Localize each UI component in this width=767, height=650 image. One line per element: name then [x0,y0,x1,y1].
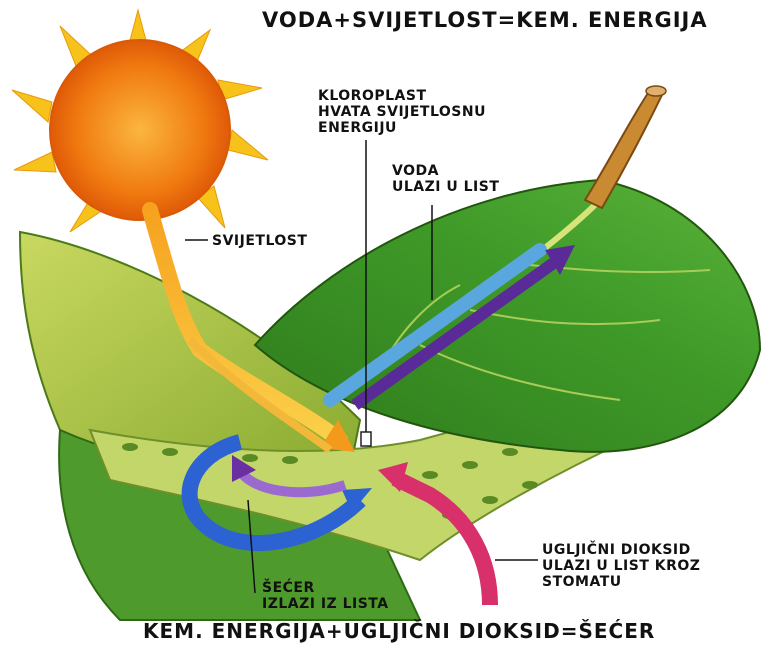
label-light: SVIJETLOST [212,233,307,249]
label-water: VODA ULAZI U LIST [392,163,499,195]
sun-disc [50,40,230,220]
label-sugar: ŠEĆER IZLAZI IZ LISTA [262,580,389,612]
equation-dark-reaction: KEM. ENERGIJA+UGLJIČNI DIOKSID=ŠEĆER [143,620,655,643]
label-chloroplast: KLOROPLAST HVATA SVIJETLOSNU ENERGIJU [318,88,486,136]
label-carbon-dioxide: UGLJIČNI DIOKSID ULAZI U LIST KROZ STOMA… [542,542,700,590]
sun [12,10,268,232]
chloroplast-marker [361,432,371,446]
equation-light-reaction: VODA+SVIJETLOST=KEM. ENERGIJA [262,8,708,32]
stem-cut-end [646,86,666,96]
